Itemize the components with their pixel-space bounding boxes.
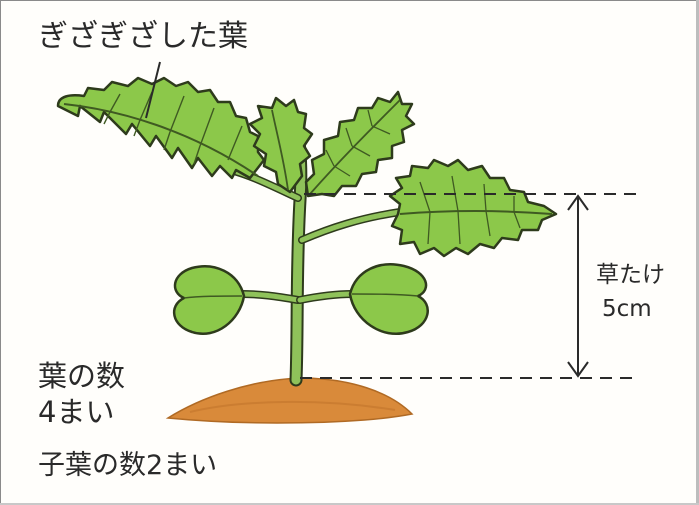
leaf-count-label: 葉の数	[38, 359, 126, 393]
plant-height-label: 草たけ	[596, 262, 665, 288]
leaf-count-value: 4まい	[38, 395, 115, 429]
soil-mound	[165, 377, 414, 424]
serrated-leaf-label: ぎざぎざした葉	[38, 19, 248, 54]
cotyledon-count-label: 子葉の数2まい	[38, 450, 218, 481]
serrated-leaf-right	[388, 158, 558, 258]
frame-edge	[696, 0, 699, 505]
serrated-leaf-left	[56, 76, 266, 180]
frame-edge-bottom	[0, 503, 699, 505]
cotyledon-left	[172, 265, 246, 335]
label-pointer-line	[145, 61, 161, 119]
cotyledon-right	[348, 263, 429, 335]
top-leaf-small	[248, 96, 314, 194]
plant-height-value: 5cm	[602, 296, 652, 322]
